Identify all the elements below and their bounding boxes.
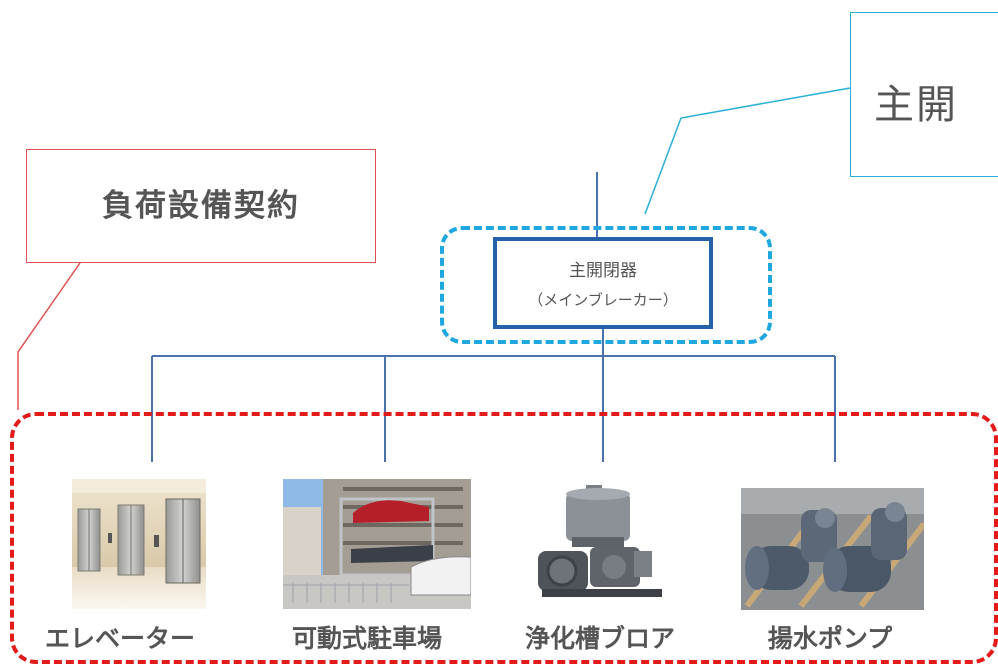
- elevator-image: [72, 479, 206, 609]
- breaker-group-outline: [440, 226, 772, 344]
- main-callout-leader: [644, 87, 851, 215]
- main-breaker-callout-text: 主開: [874, 82, 958, 128]
- load-contract-callout: [26, 149, 376, 263]
- load-callout-leader: [17, 262, 81, 410]
- pump-image: [741, 488, 924, 610]
- main-breaker-callout: [850, 12, 998, 177]
- main-breaker-box: [493, 237, 713, 329]
- blower-image: [534, 485, 668, 607]
- load-label-blower: 浄化槽ブロア: [524, 624, 675, 653]
- main-breaker-name: 主開閉器: [569, 261, 637, 281]
- load-label-elevator: エレベーター: [44, 624, 195, 653]
- load-contract-callout-text: 負荷設備契約: [102, 188, 300, 224]
- main-breaker-subtitle: （メインブレーカー）: [528, 291, 678, 309]
- load-label-pump: 揚水ポンプ: [767, 624, 893, 653]
- parking-image: [283, 479, 471, 609]
- load-label-parking: 可動式駐車場: [291, 624, 442, 653]
- load-equipment-group-outline: [10, 412, 998, 664]
